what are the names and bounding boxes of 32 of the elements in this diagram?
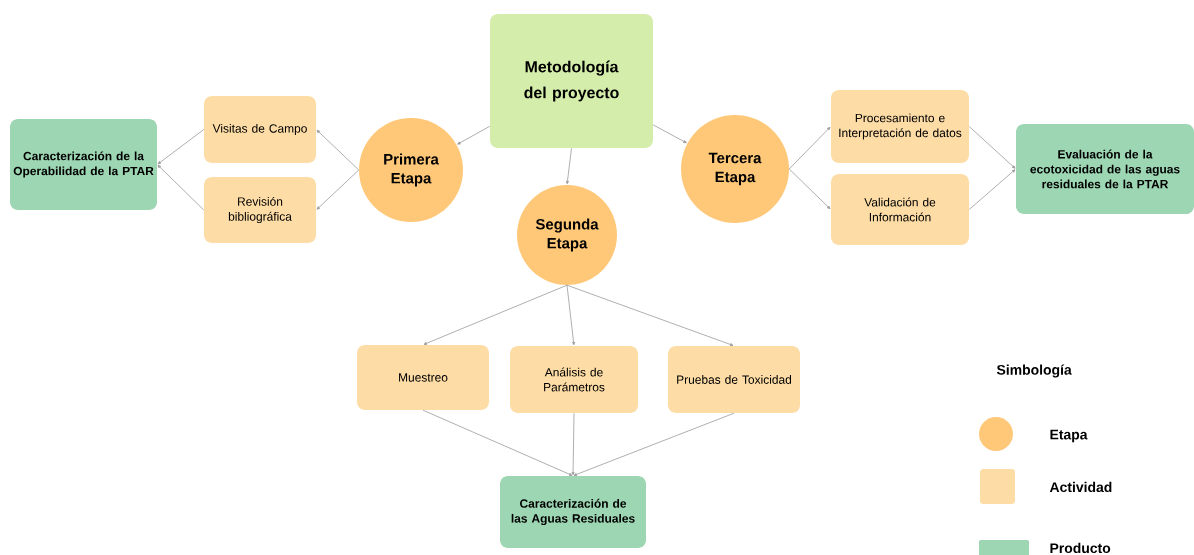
legend-title: Simbología	[996, 364, 1072, 378]
arrow	[788, 126, 831, 170]
activity-box: Pruebas de Toxicidad	[668, 346, 800, 413]
arrow	[157, 164, 205, 211]
arrow	[566, 147, 572, 185]
activity-box: Validación de Información	[831, 174, 969, 245]
arrow	[422, 409, 573, 476]
arrow	[571, 412, 575, 476]
product-box: Evaluación de la ecotoxicidad de las aguas residuales de la PTAR	[1016, 124, 1194, 214]
legend-label: Producto	[1050, 542, 1111, 554]
arrow	[566, 284, 734, 346]
arrow	[423, 284, 568, 345]
activity-box: Procesamiento e Interpretación de datos	[831, 90, 969, 163]
arrow	[573, 412, 735, 476]
arrow	[157, 129, 205, 165]
legend-label: Etapa	[1050, 429, 1088, 443]
activity-box: Muestreo	[357, 345, 489, 410]
arrow	[457, 125, 491, 145]
activity-box: Revisión bibliográfica	[204, 177, 316, 243]
arrow	[652, 124, 687, 144]
arrow	[968, 126, 1016, 169]
legend-label: Actividad	[1049, 481, 1112, 493]
arrow	[316, 169, 360, 210]
product-box: Caracterización de la Operabilidad de la PTAR	[10, 119, 157, 210]
arrow	[968, 169, 1016, 210]
arrow	[316, 129, 360, 171]
activity-box: Visitas de Campo	[204, 96, 316, 163]
arrow	[566, 284, 576, 346]
arrow	[788, 168, 831, 210]
title-box: Metodología del proyecto	[490, 14, 653, 148]
activity-box: Análisis de Parámetros	[510, 346, 638, 413]
product-box: Caracterización de las Aguas Residuales	[500, 476, 646, 548]
